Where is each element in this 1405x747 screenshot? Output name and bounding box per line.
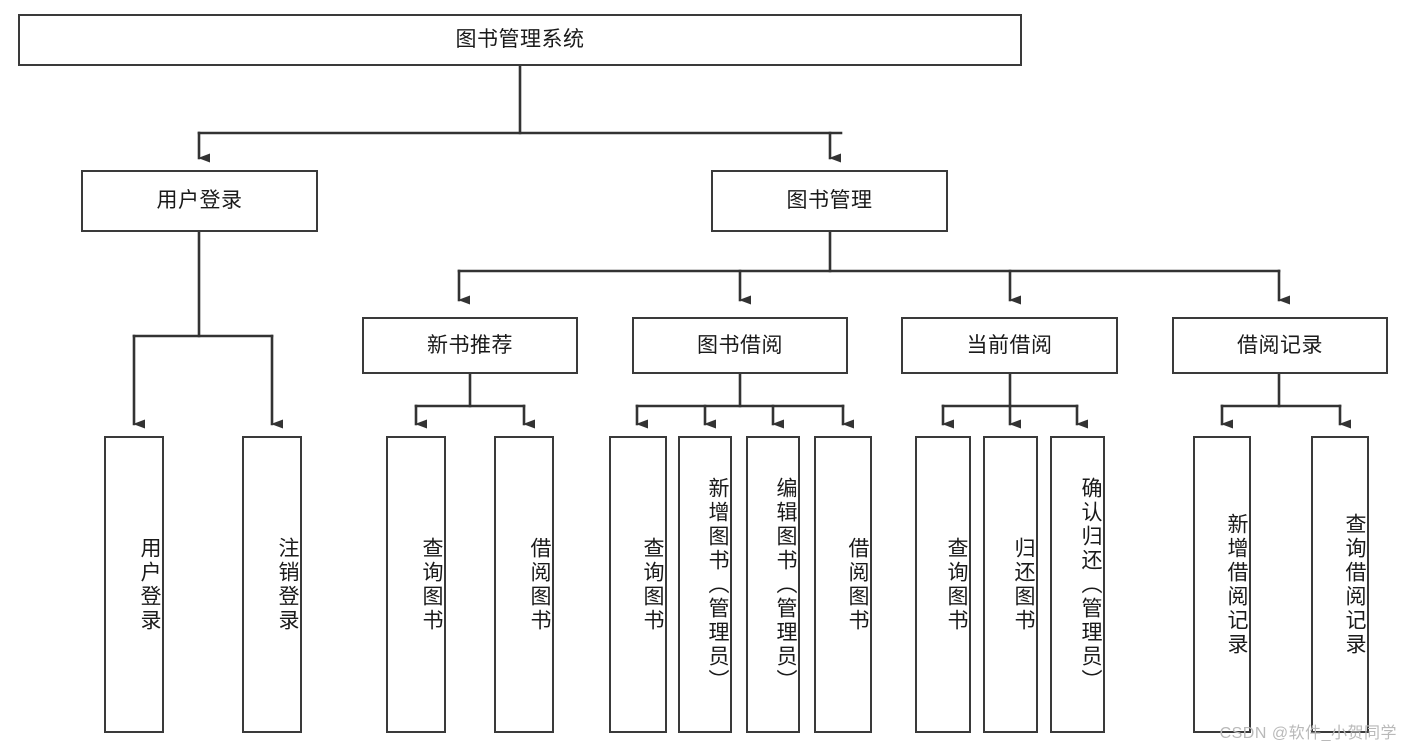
node-label: 确认归还（管理员） [1079,476,1102,693]
node-label: 归还图书 [1012,536,1035,633]
node-label: 编辑图书（管理员） [774,476,797,693]
node-label: 借阅图书 [846,536,869,633]
node-leaf-user-login[interactable]: 用户登录 [104,436,164,733]
node-user-login[interactable]: 用户登录 [81,170,318,232]
node-label: 图书借阅 [697,333,783,357]
node-leaf-add-book[interactable]: 新增图书（管理员） [678,436,732,733]
node-leaf-borrow-book-2[interactable]: 借阅图书 [814,436,872,733]
node-label: 注销登录 [276,536,299,633]
node-current-borrow[interactable]: 当前借阅 [901,317,1118,374]
node-leaf-edit-book[interactable]: 编辑图书（管理员） [746,436,800,733]
node-label: 查询图书 [945,536,968,633]
node-label: 图书管理系统 [455,28,585,52]
node-book-manage[interactable]: 图书管理 [711,170,948,232]
node-label: 用户登录 [156,189,243,213]
node-leaf-confirm-return[interactable]: 确认归还（管理员） [1050,436,1105,733]
node-label: 借阅记录 [1237,333,1323,357]
node-label: 新书推荐 [427,333,513,357]
node-leaf-query-book-2[interactable]: 查询图书 [609,436,667,733]
node-label: 借阅图书 [528,536,551,633]
node-root[interactable]: 图书管理系统 [18,14,1022,66]
node-leaf-borrow-book-1[interactable]: 借阅图书 [494,436,554,733]
node-book-borrow[interactable]: 图书借阅 [632,317,848,374]
node-label: 查询图书 [420,536,443,633]
node-borrow-record[interactable]: 借阅记录 [1172,317,1388,374]
node-leaf-add-record[interactable]: 新增借阅记录 [1193,436,1251,733]
node-leaf-return-book[interactable]: 归还图书 [983,436,1038,733]
node-label: 查询图书 [641,536,664,633]
node-leaf-query-record[interactable]: 查询借阅记录 [1311,436,1369,733]
node-label: 图书管理 [786,189,873,213]
node-leaf-logout-login[interactable]: 注销登录 [242,436,302,733]
node-leaf-query-book-3[interactable]: 查询图书 [915,436,971,733]
node-new-book-recommend[interactable]: 新书推荐 [362,317,578,374]
node-label: 新增图书（管理员） [706,476,729,693]
csdn-watermark: CSDN @软件_小贺同学 [1219,725,1397,742]
node-label: 新增借阅记录 [1225,512,1248,657]
node-label: 查询借阅记录 [1343,512,1366,657]
node-label: 当前借阅 [966,333,1053,357]
node-leaf-query-book-1[interactable]: 查询图书 [386,436,446,733]
node-label: 用户登录 [138,536,161,633]
